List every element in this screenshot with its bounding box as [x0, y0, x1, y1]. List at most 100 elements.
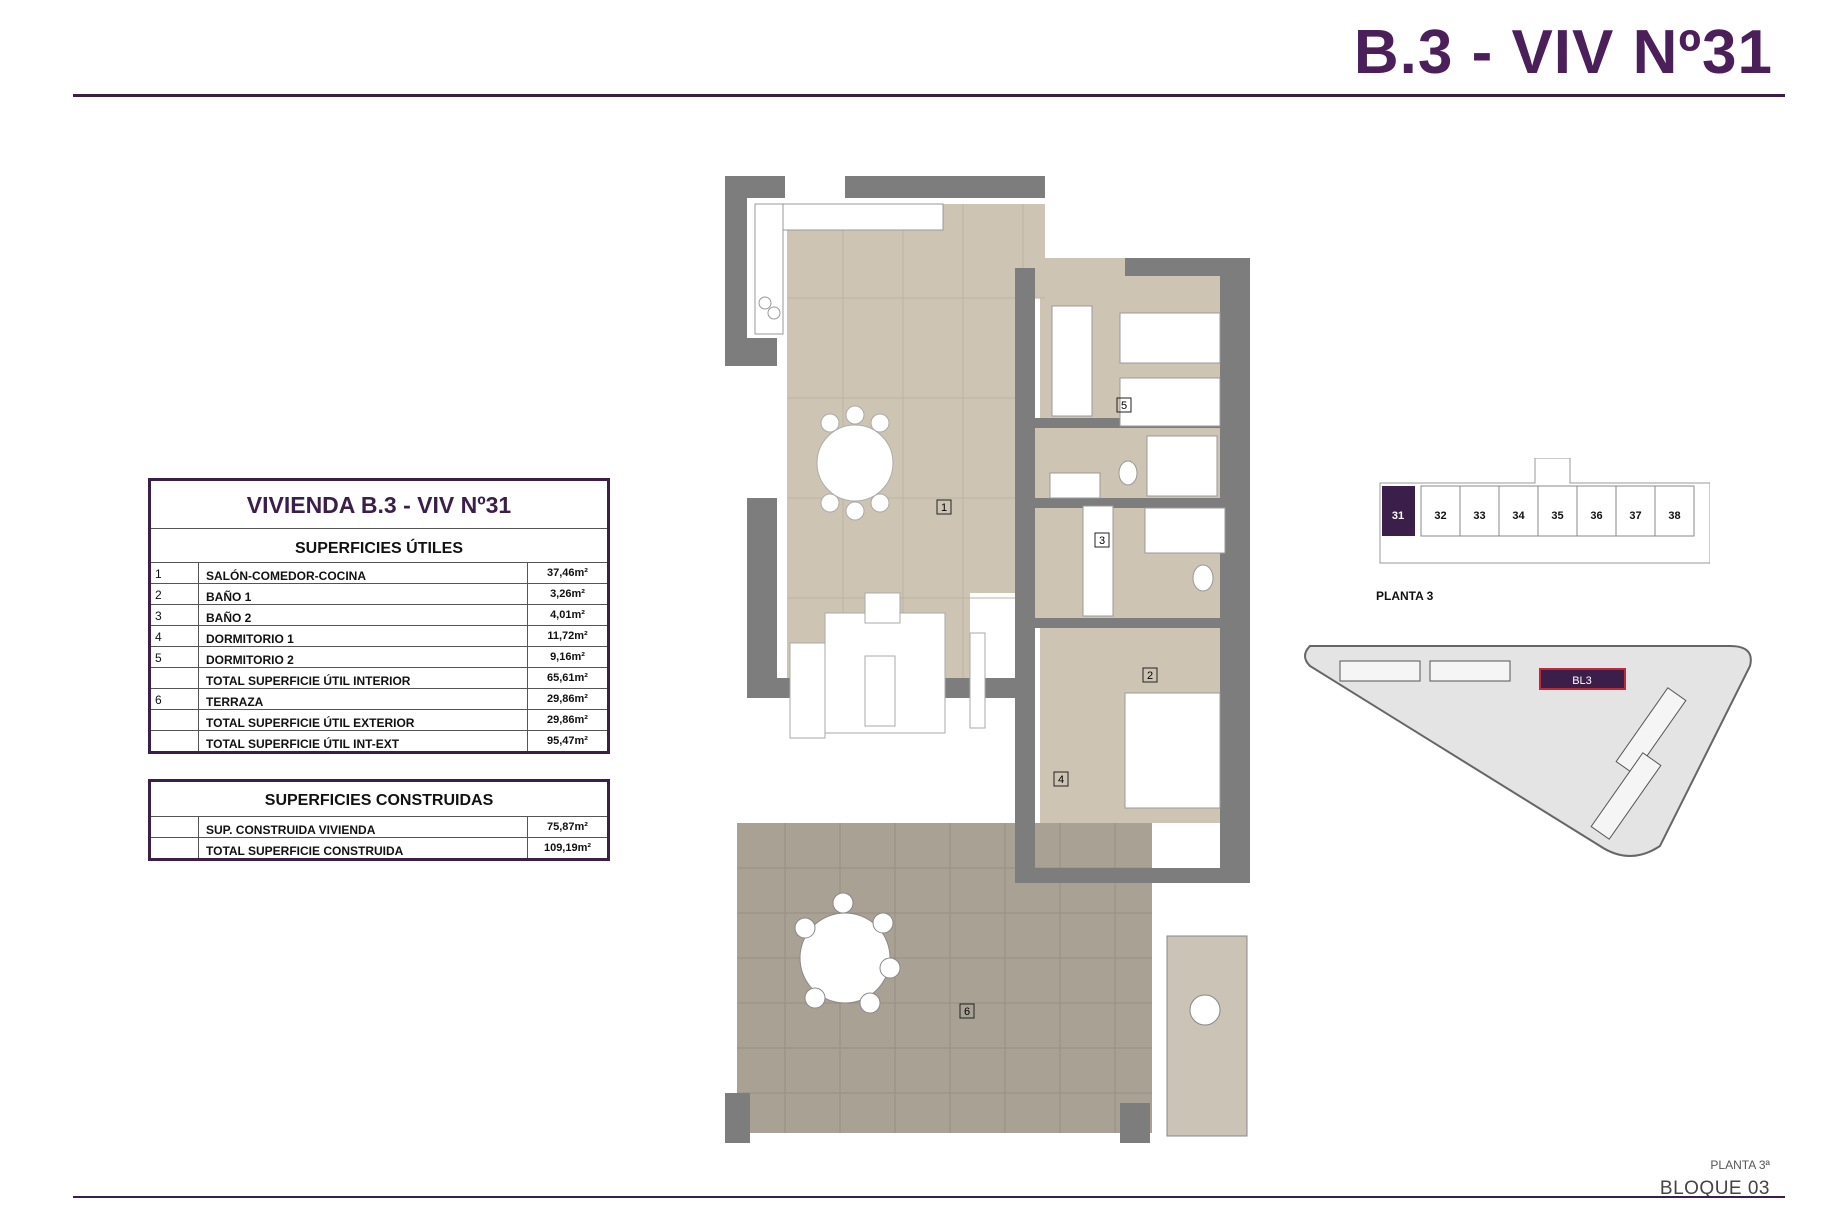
terrace-table-icon: [794, 892, 901, 1014]
row-area-value: 4,01m²: [550, 609, 585, 621]
row-number: 4: [151, 626, 199, 646]
block-bl3-highlight: [1539, 668, 1626, 690]
unit-label: 33: [1473, 510, 1485, 522]
row-area-value: 9,16m²: [550, 651, 585, 663]
table-row: TOTAL SUPERFICIE CONSTRUIDA 109,19m²: [151, 838, 607, 858]
row-area-value: 95,47m²: [547, 735, 588, 747]
coffee-table-icon: [864, 655, 896, 727]
row-number: 5: [151, 647, 199, 667]
header-rule: [73, 94, 1785, 97]
row-area-value: 37,46m²: [547, 567, 588, 579]
row-room-name: DORMITORIO 2: [199, 647, 528, 667]
block-icon: [1429, 660, 1511, 682]
room-label-5: 5: [1121, 400, 1127, 412]
row-number: [151, 731, 199, 751]
unit-cell: [1459, 485, 1500, 537]
unit-label: 34: [1512, 510, 1525, 522]
unit-cell: [1498, 485, 1539, 537]
hob-icon: [767, 306, 781, 320]
block-icon: [1615, 687, 1687, 775]
row-room-name: DORMITORIO 1: [199, 626, 528, 646]
table-row: TOTAL SUPERFICIE ÚTIL INT-EXT 95,47m²: [151, 731, 607, 751]
floor-key-plan: 31 32 33 34 35 36 37 38: [1379, 458, 1710, 564]
row-number: 3: [151, 605, 199, 625]
unit-cell: [1420, 485, 1461, 537]
kitchen-counter: [754, 203, 784, 335]
tv-unit-icon: [969, 632, 986, 729]
unit-label: 38: [1668, 510, 1680, 522]
table-row: TOTAL SUPERFICIE ÚTIL EXTERIOR 29,86m²: [151, 710, 607, 731]
built-surfaces-table: SUPERFICIES CONSTRUIDAS SUP. CONSTRUIDA …: [148, 779, 610, 861]
row-number: [151, 668, 199, 688]
bathtub-icon: [1144, 507, 1226, 554]
row-area-value: 3,26m²: [550, 588, 585, 600]
unit-label: 32: [1434, 510, 1446, 522]
row-number: 2: [151, 584, 199, 604]
dining-table-icon: [816, 405, 894, 521]
useful-surfaces-table: VIVIENDA B.3 - VIV Nº31 SUPERFICIES ÚTIL…: [148, 478, 610, 754]
room-label-6: 6: [964, 1006, 970, 1018]
bed-icon: [1119, 377, 1221, 427]
hob-icon: [758, 296, 772, 310]
room-label-3: 3: [1099, 535, 1105, 547]
row-room-name: BAÑO 1: [199, 584, 528, 604]
terrace-side: [1166, 935, 1248, 1137]
row-room-name: TOTAL SUPERFICIE ÚTIL INT-EXT: [199, 731, 528, 751]
terrace-sink-icon: [1189, 994, 1221, 1026]
chair-icon: [864, 592, 901, 624]
block-icon: [1339, 660, 1421, 682]
sink-icon: [1049, 472, 1101, 499]
wardrobe-icon: [1082, 505, 1114, 617]
row-area-value: 11,72m²: [547, 630, 588, 642]
table-row: SUP. CONSTRUIDA VIVIENDA 75,87m²: [151, 817, 607, 838]
shower-icon: [1146, 435, 1218, 497]
row-area-value: 109,19m²: [543, 842, 592, 854]
page-title: B.3 - VIV Nº31: [1353, 18, 1773, 87]
unit-cell: [1615, 485, 1656, 537]
room-label-4: 4: [1058, 774, 1064, 786]
unit-selected-31: [1382, 486, 1415, 536]
row-number: [151, 817, 199, 837]
floor-plan: 1 2 3 4 5 6: [725, 176, 1250, 1143]
site-outline: [1304, 645, 1752, 857]
row-area-value: 75,87m²: [547, 821, 588, 833]
table-title: VIVIENDA B.3 - VIV Nº31: [151, 481, 607, 529]
row-room-name: BAÑO 2: [199, 605, 528, 625]
row-number: [151, 710, 199, 730]
unit-label: 31: [1392, 510, 1404, 522]
key-plan-floor-label: PLANTA 3: [1376, 589, 1434, 603]
wardrobe-icon: [1051, 305, 1093, 417]
row-room-name: SUP. CONSTRUIDA VIVIENDA: [199, 817, 528, 837]
footer-rule: [73, 1196, 1785, 1198]
unit-label: 37: [1629, 510, 1641, 522]
row-room-name: SALÓN-COMEDOR-COCINA: [199, 563, 528, 583]
bed-icon: [1124, 692, 1221, 809]
row-area-value: 65,61m²: [547, 672, 588, 684]
row-room-name: TOTAL SUPERFICIE CONSTRUIDA: [199, 838, 528, 858]
row-room-name: TOTAL SUPERFICIE ÚTIL EXTERIOR: [199, 710, 528, 730]
useful-surfaces-heading: SUPERFICIES ÚTILES: [151, 529, 607, 563]
room-label-1: 1: [941, 502, 947, 514]
living-floor: [787, 204, 1045, 698]
unit-label: 35: [1551, 510, 1563, 522]
built-surfaces-heading: SUPERFICIES CONSTRUIDAS: [151, 782, 607, 817]
row-area-value: 29,86m²: [547, 714, 588, 726]
room-labels: 1 2 3 4 5 6: [936, 397, 1158, 1019]
unit-label: 36: [1590, 510, 1602, 522]
toilet-icon: [1192, 564, 1214, 592]
unit-cell: [1537, 485, 1578, 537]
site-key-plan: BL3: [1304, 645, 1752, 857]
block-bl3-label: BL3: [1572, 675, 1592, 687]
row-number: 1: [151, 563, 199, 583]
block-icon: [1590, 752, 1662, 840]
kitchen-worktop: [782, 203, 944, 231]
bed-icon: [1119, 312, 1221, 364]
room-label-2: 2: [1147, 670, 1153, 682]
